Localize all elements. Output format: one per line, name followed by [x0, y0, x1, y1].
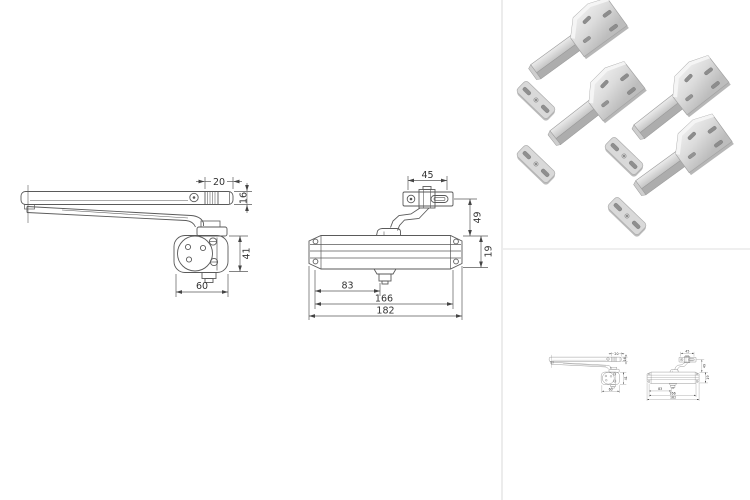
- stage: 20 16 41: [20, 0, 750, 500]
- page: 20 16 41: [20, 0, 750, 500]
